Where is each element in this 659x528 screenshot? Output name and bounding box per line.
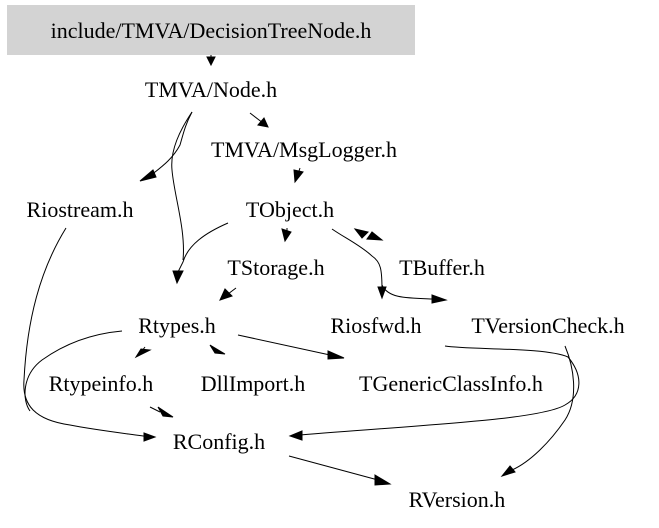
arrowhead-riostream-rconfig (143, 432, 157, 442)
node-tmva-node[interactable]: TMVA/Node.h (145, 77, 277, 102)
arrowhead-tversioncheck-rversion (500, 465, 516, 477)
arrowhead-tobject-riosfwd (377, 286, 387, 300)
node-riosfwd[interactable]: Riosfwd.h (330, 313, 421, 338)
arrowhead-riosfwd-rconfig (288, 430, 303, 441)
root-node-box (7, 5, 415, 55)
node-tgenericclassinfo[interactable]: TGenericClassInfo.h (359, 371, 543, 396)
arrowhead-rtypes-tgenericclassinfo (327, 350, 345, 360)
arrowhead-tbuffer-tobject (353, 228, 369, 239)
nodes: include/TMVA/DecisionTreeNode.h TMVA/Nod… (27, 18, 625, 512)
edge-riostream-rconfig (23, 227, 151, 438)
arrowhead-msglogger-tobject (293, 169, 304, 184)
edge-rtypes-rtypeinfo (137, 346, 146, 357)
arrowhead-rtypes-top (172, 270, 184, 285)
node-dllimport[interactable]: DllImport.h (201, 371, 306, 396)
edges (23, 55, 580, 486)
arrowhead-tobject-tbuffer (366, 231, 384, 241)
arrowhead-node-riostream (139, 169, 157, 182)
edge-node-riostream (149, 111, 193, 177)
edge-tobject-rtypes (177, 222, 229, 273)
arrowhead-tstorage-rtypes (219, 288, 233, 301)
arrowhead-tobject-tstorage (281, 228, 292, 243)
edge-rtypes-rconfig (24, 330, 123, 412)
edge-rtypes-tgenericclassinfo (237, 334, 331, 356)
arrowhead-rtypes-dllimport (209, 344, 226, 355)
node-rtypes[interactable]: Rtypes.h (138, 313, 216, 338)
edge-rconfig-rversion (288, 455, 379, 481)
node-tmva-msglogger[interactable]: TMVA/MsgLogger.h (211, 137, 397, 162)
arrowhead-rconfig-rversion (374, 474, 392, 486)
node-root[interactable]: include/TMVA/DecisionTreeNode.h (51, 18, 372, 43)
arrowhead-node-msglogger (257, 117, 269, 128)
arrowhead-root-node (206, 56, 216, 67)
edge-tobject-tversioncheck (381, 284, 433, 300)
node-tobject[interactable]: TObject.h (246, 197, 334, 222)
node-rconfig[interactable]: RConfig.h (173, 429, 265, 454)
node-tversioncheck[interactable]: TVersionCheck.h (471, 313, 624, 338)
edge-riosfwd-rconfig (299, 345, 580, 436)
node-tstorage[interactable]: TStorage.h (227, 255, 324, 280)
arrowhead-rtypes-rtypeinfo (134, 348, 152, 359)
edge-rtypeinfo-rconfig (149, 406, 161, 413)
edge-node-rtypes (171, 111, 193, 261)
arrowhead-tobject-tversioncheck (431, 294, 448, 304)
node-rtypeinfo[interactable]: Rtypeinfo.h (49, 371, 154, 396)
edge-tversioncheck-rversion (511, 345, 575, 471)
arrowhead-rtypeinfo-rconfig (157, 406, 174, 418)
node-riostream[interactable]: Riostream.h (27, 197, 134, 222)
edge-tobject-riosfwd (331, 228, 383, 291)
node-tbuffer[interactable]: TBuffer.h (399, 255, 485, 280)
node-rversion[interactable]: RVersion.h (409, 487, 506, 512)
